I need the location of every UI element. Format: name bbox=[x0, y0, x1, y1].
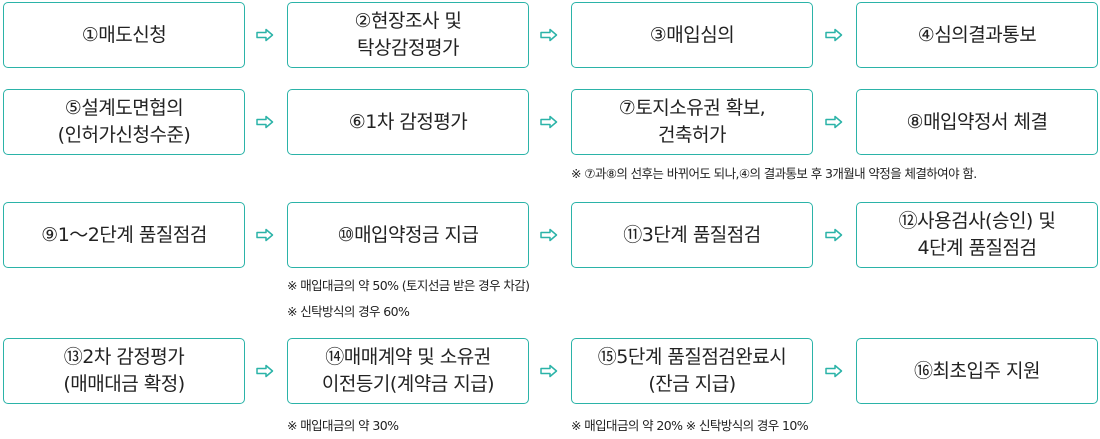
arrow-right-icon bbox=[825, 28, 843, 42]
arrow-right-icon bbox=[540, 364, 558, 378]
step-4-label: ④심의결과통보 bbox=[917, 23, 1037, 46]
arrow-right-icon bbox=[256, 28, 274, 42]
note-payment-50: ※ 매입대금의 약 50% (토지선금 받은 경우 차감) bbox=[287, 278, 530, 293]
step-12-box: ⑫사용검사(승인) 및 4단계 품질점검 bbox=[856, 202, 1098, 268]
step-13-box: ⑬2차 감정평가 (매매대금 확정) bbox=[3, 338, 245, 404]
step-2-label: ②현장조사 및 탁상감정평가 bbox=[354, 10, 462, 59]
step-11-label: ⑪3단계 품질점검 bbox=[623, 223, 761, 246]
step-16-label: ⑯최초입주 지원 bbox=[914, 359, 1040, 382]
arrow-right-icon bbox=[825, 115, 843, 129]
step-15-label: ⑮5단계 품질점검완료시 (잔금 지급) bbox=[597, 346, 787, 395]
step-6-label: ⑥1차 감정평가 bbox=[348, 110, 468, 133]
arrow-right-icon bbox=[540, 115, 558, 129]
note-trust-60: ※ 신탁방식의 경우 60% bbox=[287, 304, 410, 319]
step-3-label: ③매입심의 bbox=[649, 23, 735, 46]
step-11-box: ⑪3단계 품질점검 bbox=[571, 202, 813, 268]
arrow-right-icon bbox=[256, 115, 274, 129]
step-14-box: ⑭매매계약 및 소유권 이전등기(계약금 지급) bbox=[287, 338, 529, 404]
step-5-box: ⑤설계도면협의 (인허가신청수준) bbox=[3, 89, 245, 155]
step-1-box: ①매도신청 bbox=[3, 2, 245, 68]
step-9-label: ⑨1～2단계 품질점검 bbox=[41, 223, 207, 246]
step-14-label: ⑭매매계약 및 소유권 이전등기(계약금 지급) bbox=[321, 346, 495, 395]
step-8-box: ⑧매입약정서 체결 bbox=[856, 89, 1098, 155]
step-10-box: ⑩매입약정금 지급 bbox=[287, 202, 529, 268]
arrow-right-icon bbox=[825, 364, 843, 378]
step-16-box: ⑯최초입주 지원 bbox=[856, 338, 1098, 404]
note-payment-30: ※ 매입대금의 약 30% bbox=[287, 418, 399, 433]
arrow-right-icon bbox=[256, 228, 274, 242]
step-12-label: ⑫사용검사(승인) 및 4단계 품질점검 bbox=[898, 210, 1056, 259]
arrow-right-icon bbox=[540, 28, 558, 42]
step-10-label: ⑩매입약정금 지급 bbox=[337, 223, 479, 246]
step-4-box: ④심의결과통보 bbox=[856, 2, 1098, 68]
step-15-box: ⑮5단계 품질점검완료시 (잔금 지급) bbox=[571, 338, 813, 404]
step-7-label: ⑦토지소유권 확보, 건축허가 bbox=[618, 97, 766, 146]
step-6-box: ⑥1차 감정평가 bbox=[287, 89, 529, 155]
step-1-label: ①매도신청 bbox=[81, 23, 167, 46]
step-3-box: ③매입심의 bbox=[571, 2, 813, 68]
arrow-right-icon bbox=[256, 364, 274, 378]
note-contract-order: ※ ⑦과⑧의 선후는 바뀌어도 되나,④의 결과통보 후 3개월내 약정을 체결… bbox=[571, 166, 977, 181]
note-payment-20: ※ 매입대금의 약 20% ※ 신탁방식의 경우 10% bbox=[571, 418, 809, 433]
step-5-label: ⑤설계도면협의 (인허가신청수준) bbox=[57, 97, 191, 146]
step-13-label: ⑬2차 감정평가 (매매대금 확정) bbox=[63, 346, 185, 395]
step-8-label: ⑧매입약정서 체결 bbox=[906, 110, 1048, 133]
arrow-right-icon bbox=[540, 228, 558, 242]
arrow-right-icon bbox=[825, 228, 843, 242]
step-9-box: ⑨1～2단계 품질점검 bbox=[3, 202, 245, 268]
step-7-box: ⑦토지소유권 확보, 건축허가 bbox=[571, 89, 813, 155]
step-2-box: ②현장조사 및 탁상감정평가 bbox=[287, 2, 529, 68]
